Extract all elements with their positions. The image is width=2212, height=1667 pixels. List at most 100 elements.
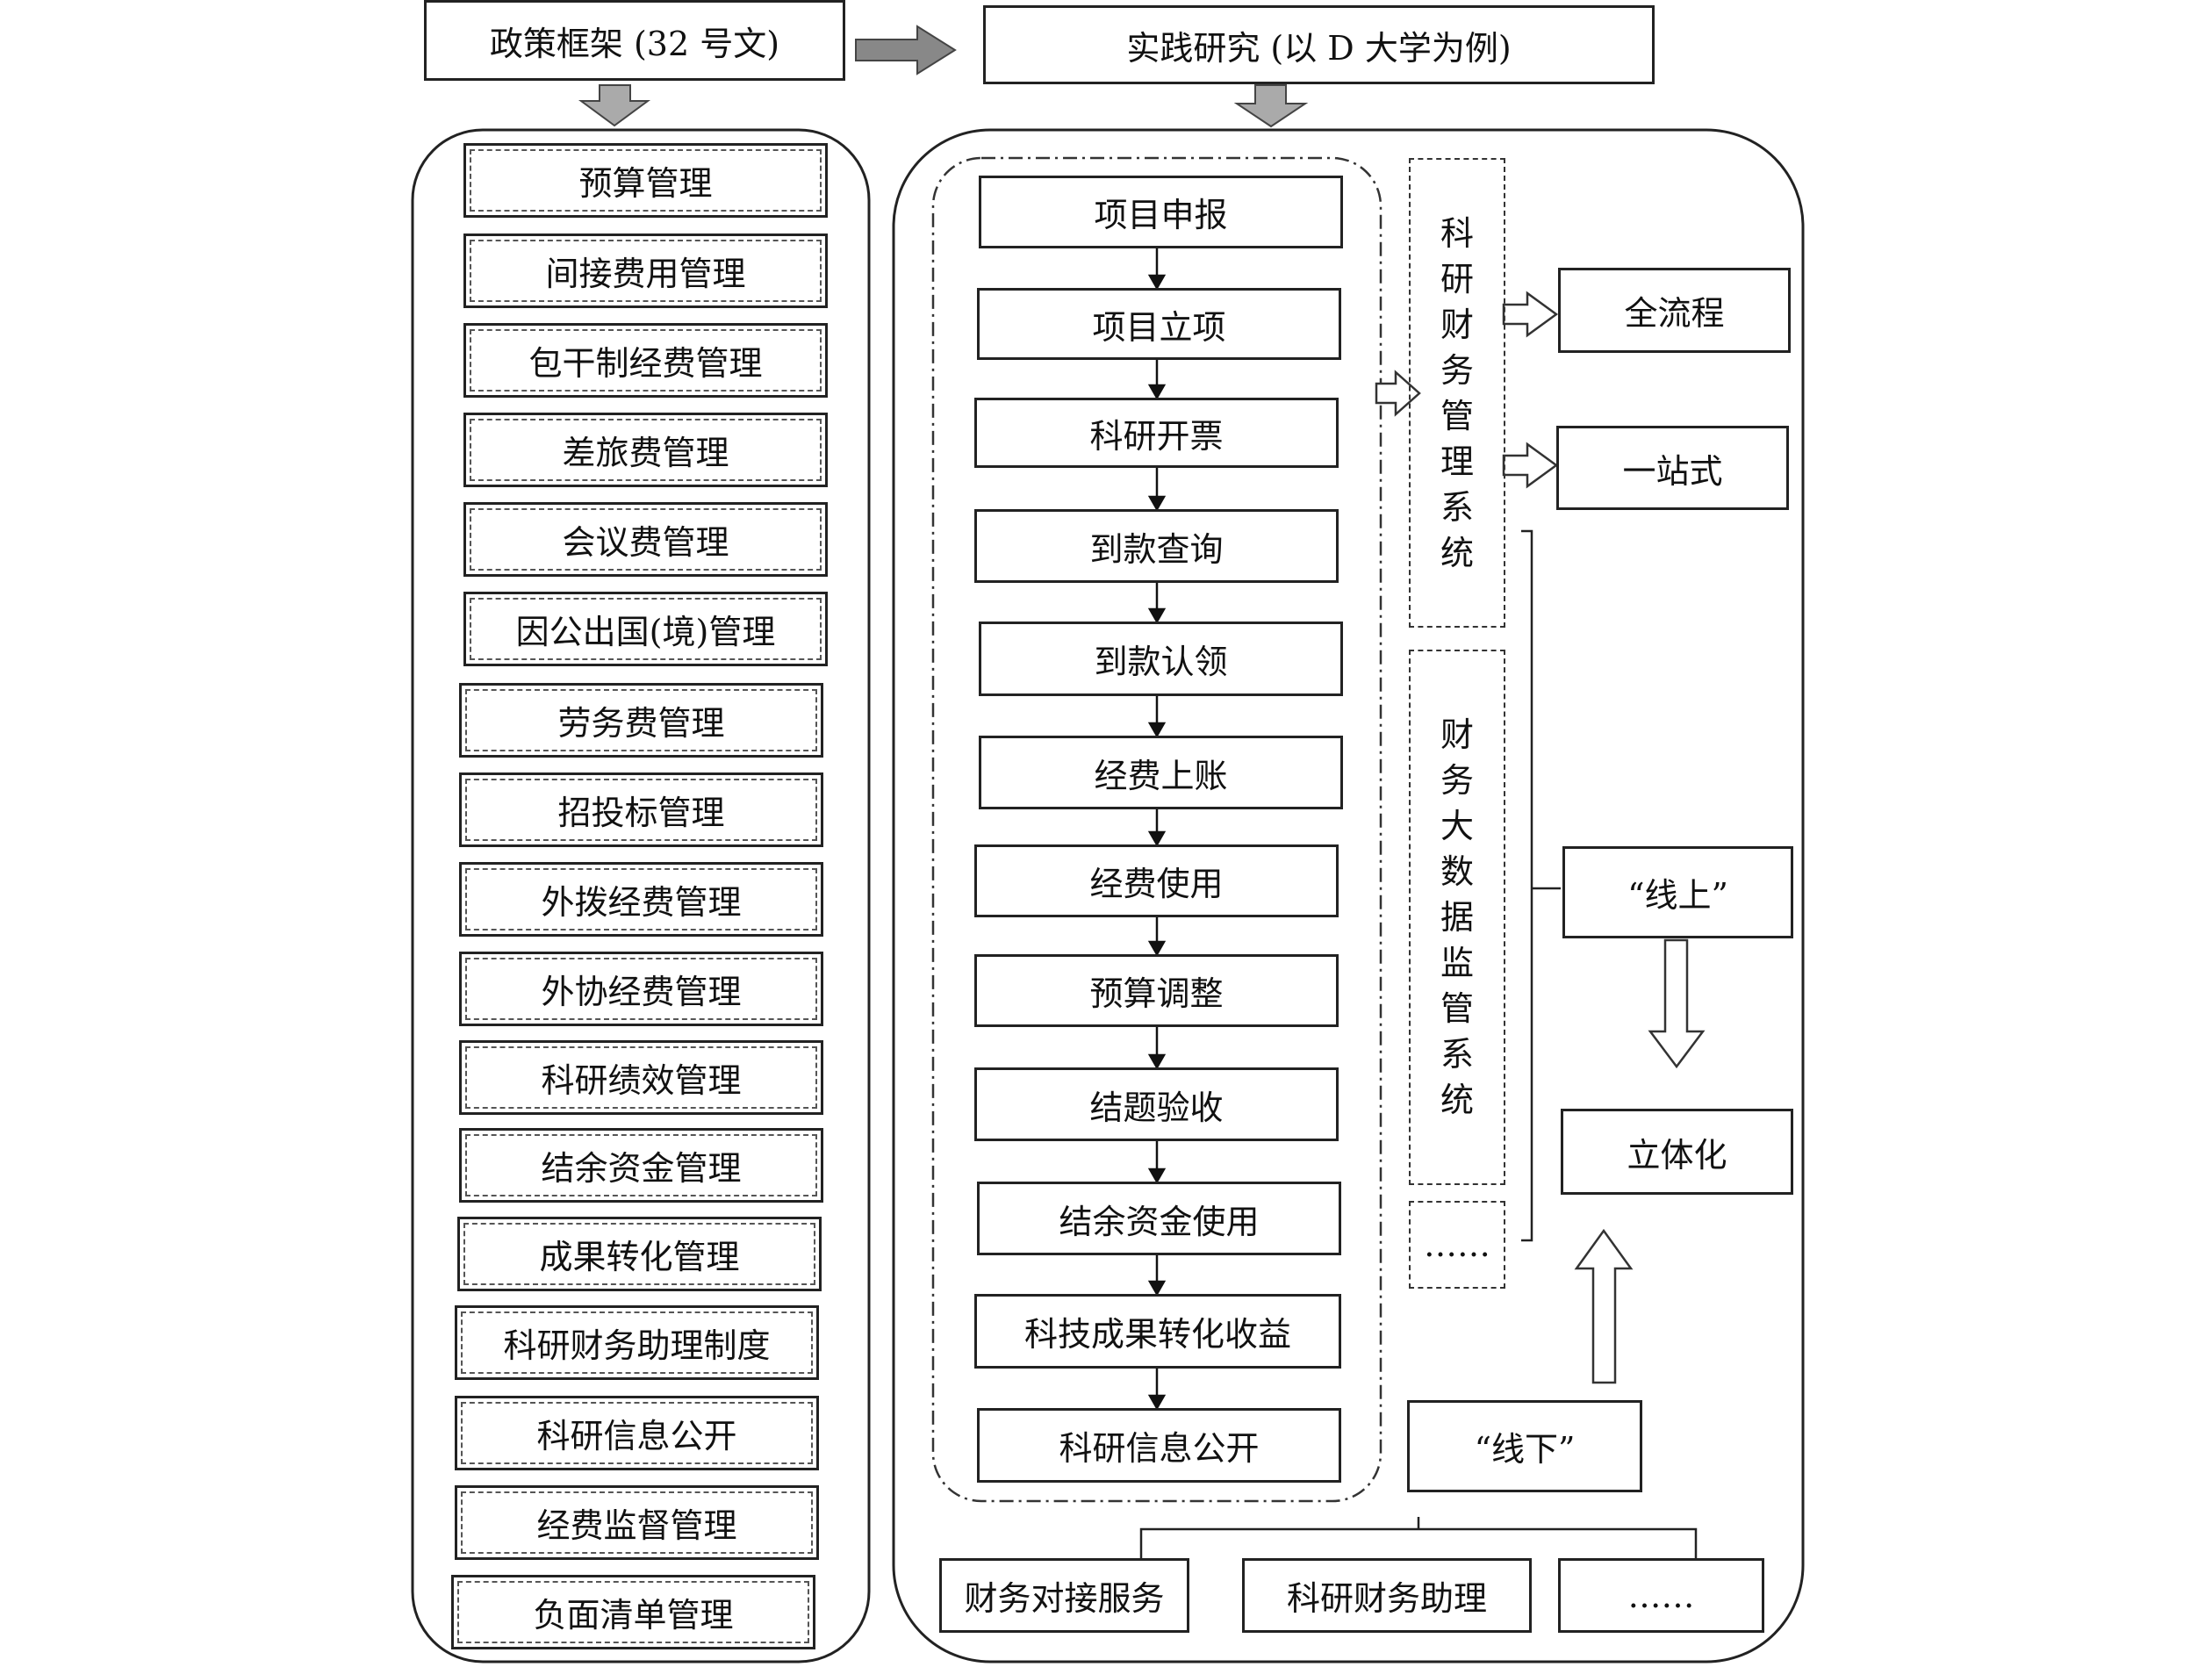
policy-item-label: 因公出国(境)管理	[515, 613, 776, 651]
process-step-label: 经费使用	[1089, 865, 1224, 903]
policy-item: 科研财务助理制度	[455, 1305, 819, 1380]
full-process-label: 全流程	[1624, 294, 1725, 333]
online-box: “线上”	[1562, 846, 1793, 938]
process-step: 项目申报	[979, 176, 1343, 248]
research-finance-system-char: 系	[1440, 487, 1474, 527]
policy-item-label: 会议费管理	[562, 523, 729, 562]
offline-brace	[1139, 1517, 1698, 1571]
finance-bigdata-system-char: 管	[1440, 989, 1474, 1028]
research-finance-system-char: 财	[1440, 305, 1474, 344]
policy-container	[411, 128, 871, 1663]
process-step-label: 到款认领	[1094, 643, 1228, 681]
process-step: 科研开票	[974, 398, 1339, 468]
policy-item: 外协经费管理	[459, 952, 823, 1026]
process-arrows	[1147, 248, 1167, 1411]
process-step-label: 经费上账	[1094, 756, 1228, 795]
process-step: 经费使用	[974, 844, 1339, 917]
finance-bigdata-system-char: 财	[1440, 715, 1474, 754]
process-step: 到款查询	[974, 509, 1339, 583]
policy-item: 劳务费管理	[459, 683, 823, 758]
research-finance-system-char: 研	[1440, 259, 1474, 298]
process-step: 经费上账	[979, 736, 1343, 809]
three-d-label: 立体化	[1627, 1135, 1727, 1175]
policy-item: 招投标管理	[459, 772, 823, 847]
process-step-label: 预算调整	[1089, 974, 1224, 1013]
policy-item-label: 差旅费管理	[562, 434, 729, 472]
offline-box: “线下”	[1407, 1400, 1642, 1492]
policy-item-label: 包干制经费管理	[528, 344, 763, 383]
to-full-process-arrow	[1502, 291, 1559, 338]
process-step: 预算调整	[974, 954, 1339, 1027]
process-container	[931, 156, 1382, 1503]
process-step-label: 到款查询	[1089, 529, 1224, 569]
policy-item-label: 劳务费管理	[557, 704, 725, 743]
policy-item-label: 科研信息公开	[536, 1417, 737, 1455]
policy-item-label: 间接费用管理	[545, 255, 746, 293]
finance-bigdata-system-char: 统	[1440, 1081, 1474, 1119]
policy-item-label: 经费监督管理	[536, 1506, 737, 1545]
process-step: 科技成果转化收益	[974, 1294, 1341, 1369]
finance-bigdata-system-char: 系	[1440, 1035, 1474, 1074]
process-step-label: 结余资金使用	[1059, 1202, 1260, 1241]
practice-research-box: 实践研究 (以 D 大学为例)	[983, 5, 1655, 84]
three-d-box: 立体化	[1561, 1109, 1793, 1195]
finance-bigdata-system: 财务大数据监管系统	[1409, 650, 1505, 1185]
more-systems-label: ……	[1424, 1225, 1490, 1264]
finance-bigdata-system-char: 数	[1440, 852, 1474, 891]
research-finance-system-char: 统	[1440, 533, 1474, 572]
online-label: “线上”	[1627, 876, 1728, 915]
policy-item: 外拨经费管理	[459, 862, 823, 937]
offline-item: 科研财务助理	[1242, 1558, 1532, 1633]
more-systems: ……	[1409, 1201, 1505, 1289]
process-step: 到款认领	[979, 622, 1343, 696]
policy-framework-box: 政策框架 (32 号文)	[424, 0, 845, 81]
policy-item-label: 负面清单管理	[533, 1596, 734, 1635]
process-step-label: 结题验收	[1089, 1088, 1224, 1127]
finance-bigdata-system-char: 务	[1440, 761, 1474, 800]
process-step: 结余资金使用	[977, 1182, 1341, 1255]
research-finance-system: 科研财务管理系统	[1409, 158, 1505, 628]
practice-container	[892, 128, 1805, 1663]
policy-framework-label: 政策框架 (32 号文)	[489, 24, 780, 63]
policy-item-label: 外协经费管理	[541, 973, 742, 1011]
research-finance-system-char: 务	[1440, 350, 1474, 390]
policy-item: 成果转化管理	[457, 1217, 822, 1291]
policy-item-label: 成果转化管理	[539, 1238, 740, 1276]
policy-item: 负面清单管理	[451, 1575, 815, 1649]
finance-bigdata-system-char: 大	[1440, 807, 1474, 845]
finance-bigdata-system-char: 监	[1440, 944, 1474, 982]
offline-item-label: ……	[1627, 1576, 1695, 1615]
offline-item: ……	[1558, 1558, 1764, 1633]
policy-item: 科研信息公开	[455, 1396, 819, 1470]
finance-bigdata-system-char: 据	[1440, 898, 1474, 937]
process-step-label: 科研开票	[1089, 416, 1224, 456]
research-finance-system-char: 科	[1440, 213, 1474, 253]
policy-item: 因公出国(境)管理	[463, 592, 828, 666]
policy-item: 结余资金管理	[459, 1128, 823, 1203]
policy-item: 间接费用管理	[463, 234, 828, 308]
practice-research-label: 实践研究 (以 D 大学为例)	[1126, 28, 1512, 68]
policy-item-label: 科研财务助理制度	[503, 1326, 771, 1365]
process-step-label: 科技成果转化收益	[1023, 1315, 1291, 1354]
one-stop-label: 一站式	[1622, 451, 1723, 491]
policy-item-label: 招投标管理	[557, 794, 725, 832]
left-down-arrow	[578, 84, 651, 127]
process-step: 结题验收	[974, 1067, 1339, 1141]
right-down-arrow	[1233, 84, 1309, 128]
one-stop-box: 一站式	[1556, 426, 1789, 510]
to-one-stop-arrow	[1502, 442, 1559, 489]
offline-item-label: 财务对接服务	[964, 1579, 1165, 1618]
process-step-label: 项目申报	[1094, 196, 1228, 234]
research-finance-system-char: 管	[1440, 396, 1474, 435]
offline-up-arrow	[1574, 1228, 1634, 1384]
offline-label: “线下”	[1474, 1430, 1576, 1469]
policy-item-label: 科研绩效管理	[541, 1061, 742, 1100]
process-step: 项目立项	[977, 288, 1341, 360]
process-step-label: 项目立项	[1092, 307, 1226, 347]
process-step: 科研信息公开	[977, 1408, 1341, 1483]
systems-bracket	[1521, 529, 1533, 1242]
process-step-label: 科研信息公开	[1059, 1429, 1260, 1468]
policy-item: 经费监督管理	[455, 1485, 819, 1560]
policy-item: 差旅费管理	[463, 413, 828, 487]
